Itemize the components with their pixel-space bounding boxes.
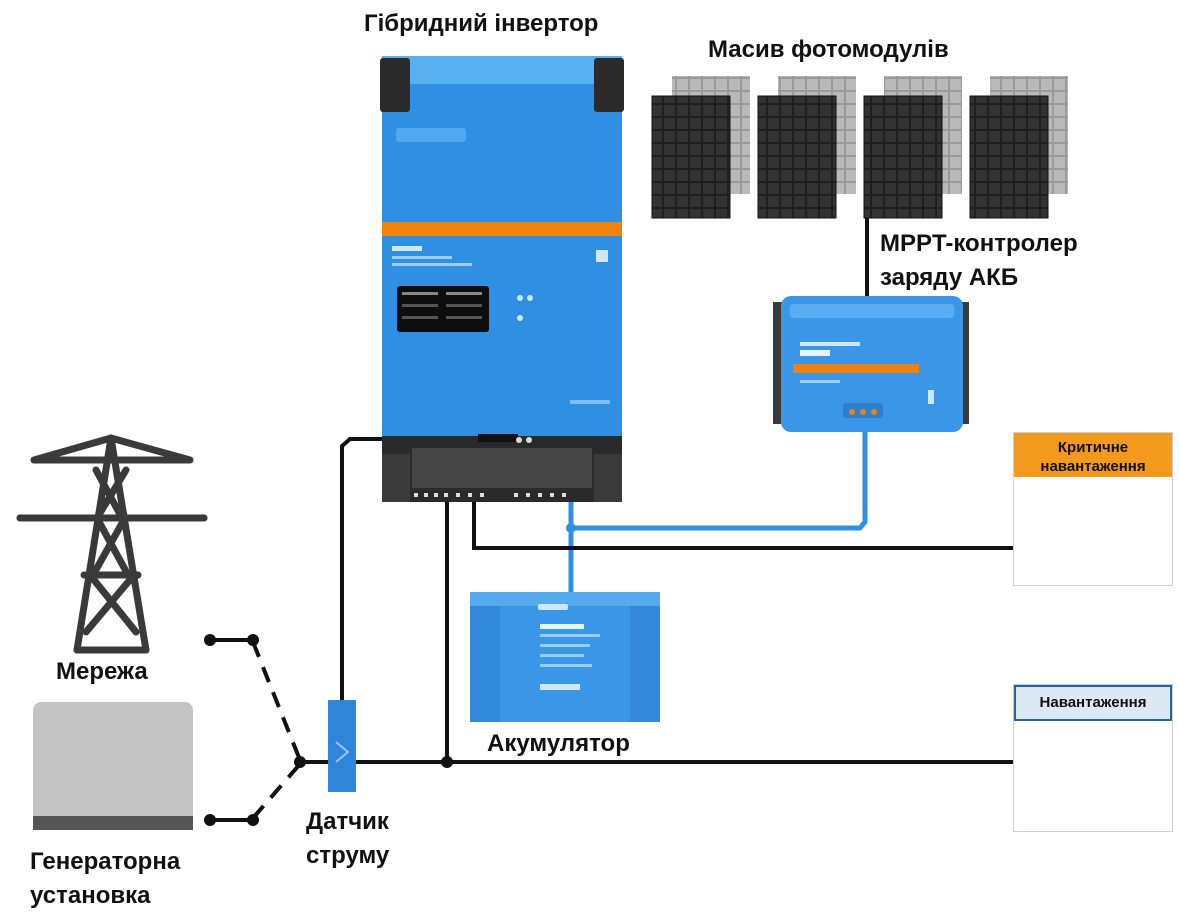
load-title: Навантаження — [1039, 694, 1147, 711]
dc-junction — [566, 523, 576, 533]
grid-contact-b — [247, 634, 259, 646]
pv-array-label: Масив фотомодулів — [708, 36, 949, 63]
pv-module-2 — [757, 76, 856, 219]
mppt-controller — [773, 296, 969, 432]
generator-label-line1: Генераторна — [30, 848, 181, 875]
gen-contact-a — [204, 814, 216, 826]
inverter-label: Гібридний інвертор — [364, 10, 599, 37]
generator-label-line2: установка — [30, 882, 151, 909]
grid-tower-icon — [16, 434, 208, 654]
pv-module-1 — [651, 76, 750, 219]
switch-pivot — [294, 756, 306, 768]
battery-label: Акумулятор — [487, 730, 630, 757]
pv-module-4 — [969, 76, 1068, 219]
mppt-label-line2: заряду АКБ — [880, 264, 1019, 291]
hybrid-inverter — [380, 56, 624, 502]
current-sensor — [328, 700, 356, 792]
dc-wire-mppt-bus — [571, 430, 868, 531]
bus-junction — [441, 756, 453, 768]
sensor-label-line1: Датчик — [306, 808, 389, 835]
mppt-label-line1: MPPT-контролер — [880, 230, 1078, 257]
switch-dashed-lower — [251, 762, 302, 820]
generator-icon — [33, 702, 193, 830]
critical-load-title-line2: навантаження — [1040, 458, 1146, 475]
grid-label: Мережа — [56, 658, 148, 685]
critical-load-title-line1: Критичне — [1057, 439, 1129, 456]
critical-load-wire — [472, 500, 1013, 550]
switch-dashed-upper — [251, 641, 302, 761]
grid-contact-a — [204, 634, 216, 646]
critical-load-panel: Критичне навантаження — [1013, 432, 1173, 586]
load-header: Навантаження — [1014, 685, 1172, 721]
pv-array — [651, 76, 1068, 219]
load-panel: Навантаження — [1013, 684, 1173, 832]
critical-load-header: Критичне навантаження — [1014, 433, 1172, 477]
sensor-label-line2: струму — [306, 842, 390, 869]
pv-module-3 — [863, 76, 962, 219]
lithium-battery — [470, 592, 660, 722]
